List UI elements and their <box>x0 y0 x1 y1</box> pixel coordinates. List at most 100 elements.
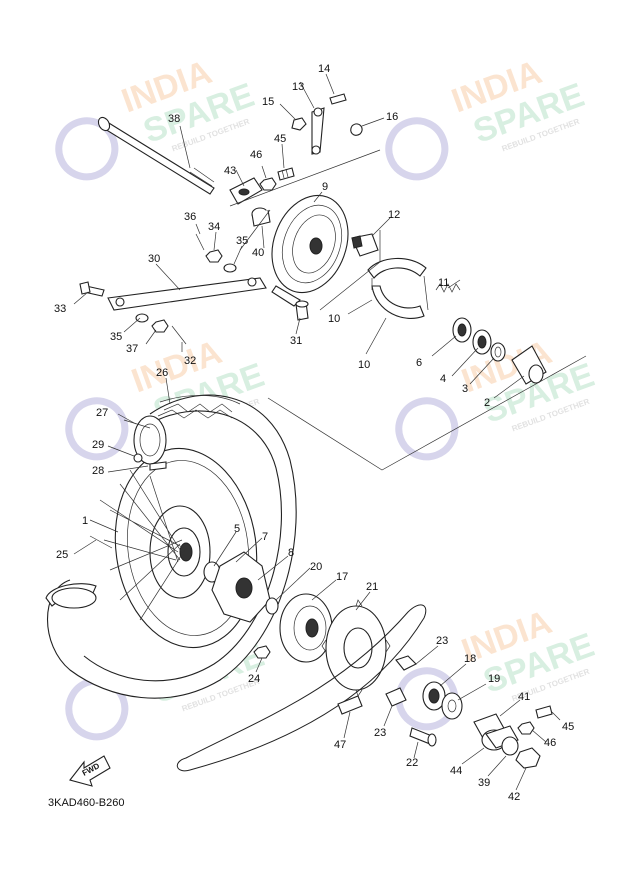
callout-33: 33 <box>54 303 66 315</box>
part-bolt-31 <box>295 300 309 321</box>
watermark-right-top: INDIA SPARE REBUILD TOGETHER <box>385 53 589 181</box>
part-bearing-19 <box>441 692 463 720</box>
callout-36: 36 <box>184 211 196 223</box>
callout-27: 27 <box>96 407 108 419</box>
part-brake-plate <box>271 194 349 307</box>
part-brake-cam <box>351 233 379 257</box>
callout-30: 30 <box>148 253 160 265</box>
callout-1: 1 <box>82 515 88 527</box>
part-nut-37 <box>151 319 169 333</box>
part-spacer-2 <box>511 345 547 385</box>
part-bolt-45-lower <box>535 705 553 719</box>
callout-18: 18 <box>464 653 476 665</box>
callout-6: 6 <box>416 357 422 369</box>
callout-31: 31 <box>290 335 302 347</box>
callout-21: 21 <box>366 581 378 593</box>
part-nut-34 <box>205 249 223 263</box>
callout-42: 42 <box>508 791 520 803</box>
callout-28: 28 <box>92 465 104 477</box>
callout-41: 41 <box>518 691 530 703</box>
part-spoke-25 <box>89 535 113 549</box>
callout-25: 25 <box>56 549 68 561</box>
callout-11: 11 <box>438 277 449 289</box>
callout-9: 9 <box>322 181 328 193</box>
callout-35-lower: 35 <box>110 331 122 343</box>
part-lock-washer-23b <box>385 687 407 707</box>
callout-47: 47 <box>334 739 346 751</box>
callout-19: 19 <box>488 673 500 685</box>
part-washer-35-lower <box>135 313 149 323</box>
part-sprocket-hub <box>279 593 333 663</box>
callout-22: 22 <box>406 757 418 769</box>
part-sprocket <box>321 599 391 697</box>
part-spacer <box>251 207 271 227</box>
callout-12: 12 <box>388 209 400 221</box>
part-bolt-33 <box>79 281 105 297</box>
callout-32: 32 <box>184 355 196 367</box>
callout-45-lower: 45 <box>562 721 574 733</box>
callout-35-upper: 35 <box>236 235 248 247</box>
part-washer-35-upper <box>223 263 237 273</box>
callout-34: 34 <box>208 221 220 233</box>
watermark-mid-right: INDIA SPARE REBUILD TOGETHER <box>395 333 599 461</box>
callout-labels: 14 13 15 16 38 45 46 43 9 12 36 34 35 40… <box>54 63 574 803</box>
callout-10-upper: 10 <box>328 313 340 325</box>
callout-44: 44 <box>450 765 462 777</box>
callout-29: 29 <box>92 439 104 451</box>
part-rear-wheel <box>45 394 297 699</box>
callout-14: 14 <box>318 63 330 75</box>
callout-20: 20 <box>310 561 322 573</box>
part-nut-46-lower <box>517 721 535 735</box>
leader-lines <box>73 73 561 791</box>
callout-38: 38 <box>168 113 180 125</box>
callout-5: 5 <box>234 523 240 535</box>
callout-39: 39 <box>478 777 490 789</box>
callout-13: 13 <box>292 81 304 93</box>
callout-37: 37 <box>126 343 138 355</box>
part-bolt-45-upper <box>277 167 295 181</box>
callout-3: 3 <box>462 383 468 395</box>
callout-16: 16 <box>386 111 398 123</box>
callout-2: 2 <box>484 397 490 409</box>
callout-24: 24 <box>248 673 260 685</box>
reference-lines-upper <box>229 149 587 471</box>
part-adjuster-44 <box>481 725 519 751</box>
part-torque-arm <box>107 277 267 311</box>
callout-46-lower: 46 <box>544 737 556 749</box>
watermark-bottom-right: INDIA SPARE REBUILD TOGETHER <box>395 603 599 731</box>
part-pin-32 <box>171 325 187 345</box>
part-spring <box>435 283 461 293</box>
part-axle <box>97 116 215 195</box>
callout-23-lower: 23 <box>374 727 386 739</box>
callout-8: 8 <box>288 547 294 559</box>
part-brake-shoes <box>367 257 429 319</box>
part-bearing-4 <box>472 329 492 355</box>
part-collar-39 <box>501 736 519 756</box>
part-collar-3 <box>490 342 506 362</box>
part-nut-42 <box>515 747 541 769</box>
callout-17: 17 <box>336 571 348 583</box>
part-rim-strip-27 <box>123 419 151 429</box>
part-bolt-22 <box>409 727 437 747</box>
part-tension-rod <box>291 93 363 155</box>
callout-43: 43 <box>224 165 236 177</box>
callout-46-upper: 46 <box>250 149 262 161</box>
part-damper <box>211 551 271 623</box>
callout-15: 15 <box>262 96 274 108</box>
part-drive-chain <box>176 604 427 772</box>
callout-7: 7 <box>262 531 268 543</box>
part-nut-24 <box>253 645 271 659</box>
callout-10-lower: 10 <box>358 359 370 371</box>
callout-26: 26 <box>156 367 168 379</box>
part-collar-20 <box>265 597 279 615</box>
callout-23-upper: 23 <box>436 635 448 647</box>
callout-45-upper: 45 <box>274 133 286 145</box>
callout-40: 40 <box>252 247 264 259</box>
part-adjuster <box>229 177 263 205</box>
part-lock-washer-23a <box>395 655 417 671</box>
fwd-arrow-icon: FWD <box>69 755 111 787</box>
part-nut-46-upper <box>259 177 277 191</box>
diagram-code: 3KAD460-B260 <box>48 797 124 809</box>
part-cotter-36 <box>195 233 205 251</box>
